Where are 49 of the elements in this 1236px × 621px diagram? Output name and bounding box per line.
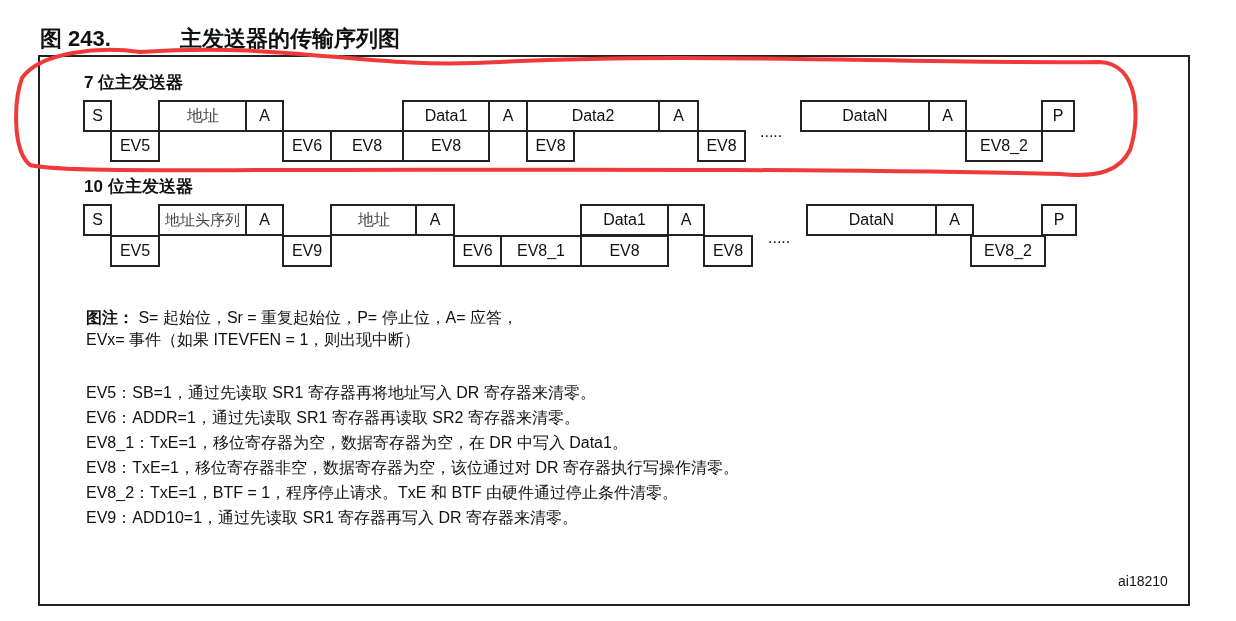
event-box: EV9 — [282, 235, 332, 267]
event-box: EV8 — [526, 130, 575, 162]
bit-field-box: DataN — [806, 204, 937, 236]
figure-number: 图 243. — [40, 26, 111, 52]
event-box: EV5 — [110, 130, 160, 162]
bit-field-box: A — [928, 100, 967, 132]
bit-field-box: A — [935, 204, 974, 236]
bit-field-box: 地址 — [158, 100, 247, 132]
event-note: EV8_1：TxE=1，移位寄存器为空，数据寄存器为空，在 DR 中写入 Data1。 — [86, 433, 628, 453]
legend-note: 图注： S= 起始位，Sr = 重复起始位，P= 停止位，A= 应答， — [86, 308, 519, 328]
event-note: EV8_2：TxE=1，BTF = 1，程序停止请求。TxE 和 BTF 由硬件通过停止条件清零。 — [86, 483, 679, 503]
bit-field-box: A — [488, 100, 528, 132]
bit-field-box: 地址 — [330, 204, 417, 236]
bit-field-box: A — [245, 204, 284, 236]
event-note: EV8：TxE=1，移位寄存器非空，数据寄存器为空，该位通过对 DR 寄存器执行写操作清零。 — [86, 458, 739, 478]
figure-id: ai18210 — [1118, 572, 1168, 590]
bit-field-box: A — [667, 204, 705, 236]
event-note: EV9：ADD10=1，通过先读取 SR1 寄存器再写入 DR 寄存器来清零。 — [86, 508, 579, 528]
bit-field-box: Data2 — [526, 100, 660, 132]
section-heading: 7 位主发送器 — [84, 72, 184, 93]
event-box: EV8_2 — [970, 235, 1046, 267]
bit-field-box: Data1 — [580, 204, 669, 236]
bit-field-box: A — [415, 204, 455, 236]
event-box: EV8 — [697, 130, 746, 162]
legend-note: EVx= 事件（如果 ITEVFEN = 1，则出现中断） — [86, 330, 421, 350]
event-box: EV8 — [402, 130, 490, 162]
section-heading: 10 位主发送器 — [84, 176, 193, 197]
bit-field-box: P — [1041, 204, 1077, 236]
bit-field-box: S — [83, 204, 112, 236]
event-box: EV8 — [580, 235, 669, 267]
ellipsis: ..... — [768, 228, 791, 248]
bit-field-box: A — [658, 100, 699, 132]
event-box: EV8 — [703, 235, 753, 267]
event-note: EV5：SB=1，通过先读取 SR1 寄存器再将地址写入 DR 寄存器来清零。 — [86, 383, 596, 403]
bit-field-box: Data1 — [402, 100, 490, 132]
event-box: EV6 — [453, 235, 502, 267]
event-box: EV8 — [330, 130, 404, 162]
event-box: EV8_2 — [965, 130, 1043, 162]
ellipsis: ..... — [760, 122, 783, 142]
bit-field-box: 地址头序列 — [158, 204, 247, 236]
bit-field-box: S — [83, 100, 112, 132]
event-box: EV6 — [282, 130, 332, 162]
figure-title: 主发送器的传输序列图 — [180, 26, 400, 52]
bit-field-box: P — [1041, 100, 1075, 132]
event-box: EV5 — [110, 235, 160, 267]
event-note: EV6：ADDR=1，通过先读取 SR1 寄存器再读取 SR2 寄存器来清零。 — [86, 408, 580, 428]
bit-field-box: DataN — [800, 100, 930, 132]
bit-field-box: A — [245, 100, 284, 132]
event-box: EV8_1 — [500, 235, 582, 267]
